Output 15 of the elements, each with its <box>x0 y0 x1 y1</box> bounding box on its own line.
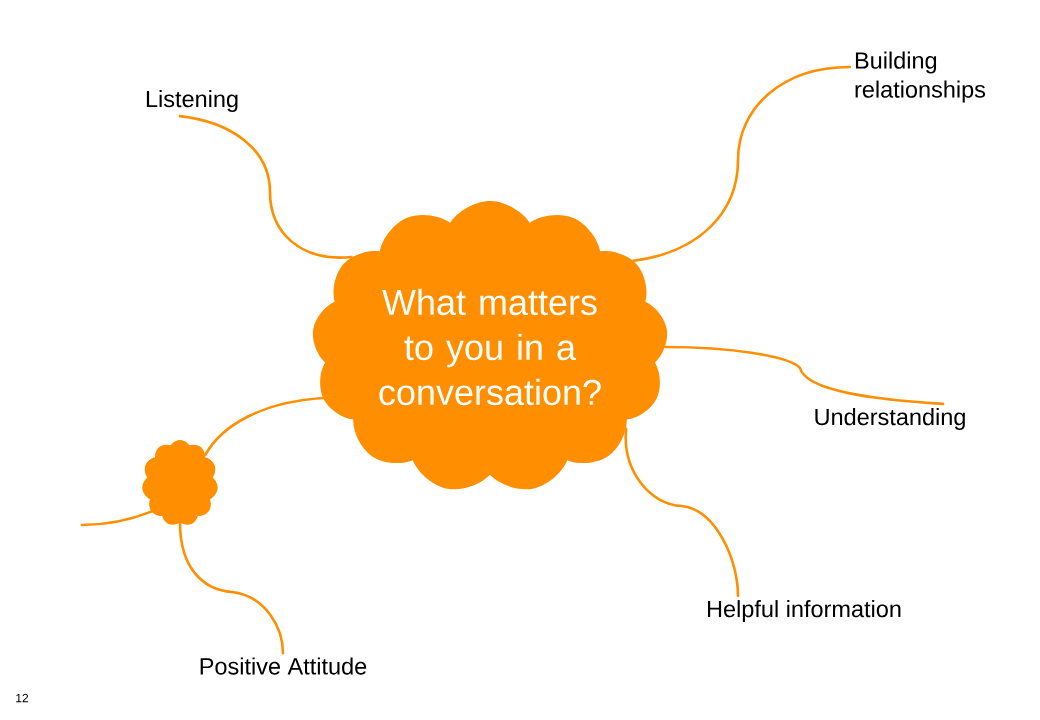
page-number: 12 <box>16 693 29 703</box>
topic-label: Positive Attitude <box>200 657 367 675</box>
topic-label: Listening <box>146 90 238 112</box>
topic-label: Helpful information <box>708 600 901 622</box>
connector-line <box>178 521 285 655</box>
cloud-bubble: What matters to you in a conversation? <box>312 201 668 490</box>
connector-line <box>80 510 153 527</box>
connector-line <box>632 65 852 263</box>
connector-line <box>664 345 945 406</box>
connector-line <box>178 114 353 259</box>
cloud-shape <box>142 440 218 525</box>
connector-line <box>624 427 740 598</box>
topic-label: Understanding <box>815 408 965 430</box>
connector-line <box>203 396 325 457</box>
topic-label: Building relationships <box>855 51 986 103</box>
